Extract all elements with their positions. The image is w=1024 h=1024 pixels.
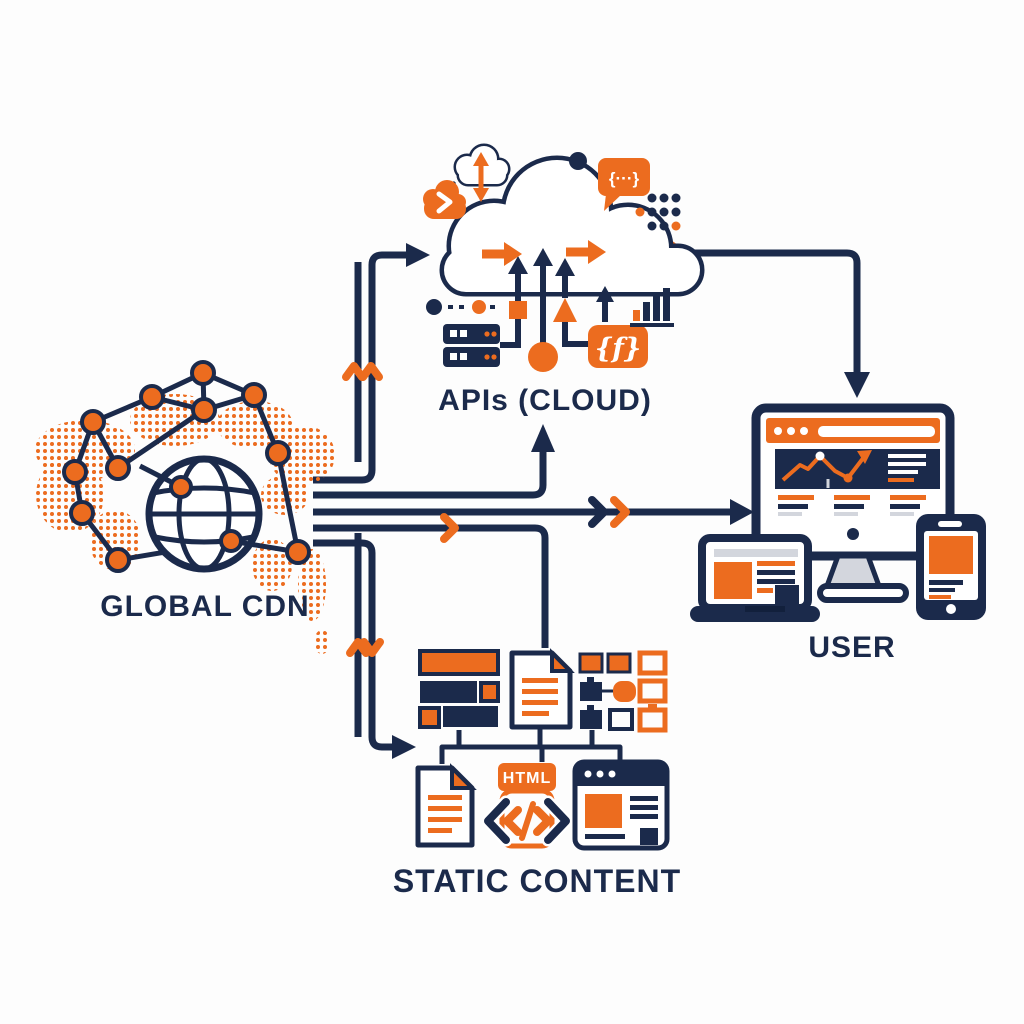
cdn-to-apis-line — [313, 450, 547, 499]
function-text: {f} — [595, 333, 641, 364]
static-content-node: HTML STATIC CONTENT — [393, 648, 681, 899]
cdn-to-user-arrowhead — [730, 499, 754, 525]
document-file-icon — [415, 763, 477, 848]
right-chevron-icon — [436, 191, 453, 214]
html-badge-text: HTML — [503, 770, 551, 787]
right-chevron-icon — [610, 496, 630, 528]
static-content-label: STATIC CONTENT — [393, 863, 681, 899]
dot-accent — [569, 152, 587, 170]
monitor-stand — [823, 553, 883, 589]
dashed-dots-row — [426, 299, 500, 315]
cdn-to-cloud-arrowhead — [406, 243, 430, 267]
laptop-icon — [690, 534, 820, 622]
static-connector-tree — [439, 727, 623, 764]
left-angle-bracket-icon — [484, 798, 510, 844]
user-label: USER — [808, 631, 895, 664]
global-cdn-label: GLOBAL CDN — [100, 590, 309, 623]
cloud-to-user-arrowhead — [844, 372, 870, 398]
code-slash-icon — [519, 801, 536, 841]
global-cdn-node: GLOBAL CDN — [35, 360, 335, 654]
apis-cloud-node: {···} — [423, 143, 705, 417]
layout-blocks-icon — [418, 649, 500, 729]
laptop-base — [690, 606, 820, 622]
phone-home-button — [946, 604, 956, 614]
right-chevron-icon — [588, 496, 608, 528]
document-file-icon — [509, 648, 575, 730]
code-bubble-icon: {···} — [598, 158, 650, 211]
content-columns — [778, 495, 926, 516]
up-chevron-icon — [346, 638, 370, 657]
server-stack-icon — [443, 324, 500, 367]
orange-square-icon — [509, 301, 527, 319]
branch-line — [500, 319, 521, 348]
network-mesh-nodes — [62, 360, 311, 573]
globe-icon — [138, 455, 299, 573]
code-open-icon — [503, 806, 522, 836]
cdn-to-static-line — [313, 539, 392, 751]
right-angle-bracket-icon — [544, 798, 570, 844]
down-chevron-icon — [360, 638, 384, 657]
orange-circle-icon — [528, 342, 558, 372]
code-bubble-text: {···} — [609, 169, 640, 188]
code-close-icon — [533, 806, 552, 836]
analytics-chart-panel — [775, 449, 940, 489]
connection-lines — [313, 240, 870, 759]
cdn-to-static-center-line — [313, 524, 549, 648]
branch-line — [562, 322, 588, 347]
apis-cloud-label: APIs (CLOUD) — [438, 384, 652, 417]
up-arrowhead — [508, 256, 528, 274]
bar-chart-icon — [630, 288, 674, 327]
browser-window-icon — [572, 759, 670, 851]
sitemap-grid-icon — [578, 650, 668, 733]
up-chevron-icon — [342, 362, 366, 381]
cloud-inner-arrows — [482, 240, 606, 266]
function-box-icon: {f} — [588, 325, 648, 368]
cdn-to-static-arrowhead — [392, 735, 416, 759]
dot-grid-icon — [635, 193, 681, 231]
up-arrowhead — [533, 248, 553, 266]
orange-triangle-icon — [553, 298, 577, 322]
up-arrowhead — [555, 258, 575, 276]
edge-node — [169, 475, 193, 499]
edge-node — [219, 529, 243, 553]
upload-cloud-icon — [423, 180, 466, 219]
sync-cloud-icon — [453, 143, 511, 202]
monitor-chin-dot — [847, 528, 859, 540]
smartphone-icon — [916, 514, 986, 620]
right-chevron-icon — [440, 513, 459, 543]
cloud-outline-icon — [439, 155, 705, 297]
address-bar — [818, 426, 935, 437]
up-arrowhead — [596, 286, 614, 302]
cloud-to-user-line — [681, 249, 861, 372]
monitor-base — [817, 583, 909, 603]
user-node: USER — [690, 403, 986, 664]
desktop-monitor-icon — [751, 403, 955, 603]
up-chevron-icon — [359, 362, 383, 381]
cdn-to-apis-arrowhead — [531, 424, 555, 452]
html-code-tag-icon: HTML — [481, 763, 573, 849]
phone-speaker — [938, 521, 962, 527]
